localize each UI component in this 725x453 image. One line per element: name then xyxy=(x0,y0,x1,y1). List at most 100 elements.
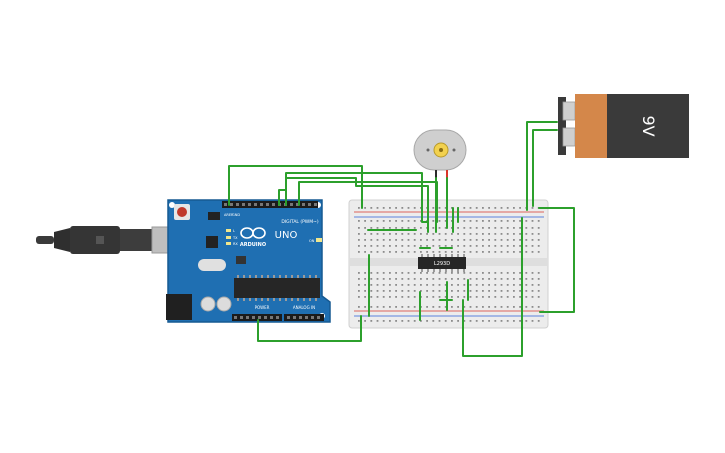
breadboard-hole[interactable] xyxy=(438,320,441,322)
breadboard-hole[interactable] xyxy=(420,278,422,280)
breadboard-hole[interactable] xyxy=(531,227,534,229)
breadboard-hole[interactable] xyxy=(358,227,360,229)
breadboard-hole[interactable] xyxy=(513,239,515,241)
breadboard-hole[interactable] xyxy=(382,290,385,292)
breadboard-hole[interactable] xyxy=(426,245,428,247)
breadboard-hole[interactable] xyxy=(370,245,373,247)
breadboard-hole[interactable] xyxy=(537,278,540,280)
breadboard-hole[interactable] xyxy=(451,272,453,274)
breadboard-hole[interactable] xyxy=(389,251,391,253)
breadboard-hole[interactable] xyxy=(401,251,404,253)
breadboard-hole[interactable] xyxy=(531,207,534,209)
breadboard-hole[interactable] xyxy=(444,306,447,308)
breadboard-hole[interactable] xyxy=(457,251,459,253)
breadboard-hole[interactable] xyxy=(513,251,515,253)
breadboard-hole[interactable] xyxy=(537,272,540,274)
breadboard-hole[interactable] xyxy=(451,296,453,298)
breadboard-hole[interactable] xyxy=(389,320,391,322)
breadboard-hole[interactable] xyxy=(364,220,366,222)
breadboard-hole[interactable] xyxy=(513,245,515,247)
breadboard-hole[interactable] xyxy=(376,220,379,222)
breadboard-hole[interactable] xyxy=(413,233,416,235)
breadboard-hole[interactable] xyxy=(444,239,447,241)
breadboard-hole[interactable] xyxy=(475,207,478,209)
breadboard-hole[interactable] xyxy=(413,227,416,229)
usb-cable-icon[interactable] xyxy=(36,226,181,254)
breadboard-hole[interactable] xyxy=(426,320,428,322)
breadboard-hole[interactable] xyxy=(469,245,472,247)
breadboard-hole[interactable] xyxy=(475,239,478,241)
breadboard-hole[interactable] xyxy=(444,296,447,298)
breadboard-hole[interactable] xyxy=(451,320,453,322)
breadboard-hole[interactable] xyxy=(457,278,459,280)
analog-header[interactable] xyxy=(284,314,324,321)
breadboard-hole[interactable] xyxy=(500,251,503,253)
breadboard-hole[interactable] xyxy=(482,290,484,292)
breadboard-hole[interactable] xyxy=(537,320,540,322)
breadboard-hole[interactable] xyxy=(420,320,422,322)
breadboard-hole[interactable] xyxy=(494,284,497,286)
breadboard-hole[interactable] xyxy=(500,207,503,209)
breadboard-hole[interactable] xyxy=(370,306,373,308)
breadboard-hole[interactable] xyxy=(500,239,503,241)
breadboard-hole[interactable] xyxy=(413,220,416,222)
breadboard-hole[interactable] xyxy=(401,320,404,322)
breadboard-hole[interactable] xyxy=(488,251,490,253)
breadboard-hole[interactable] xyxy=(395,251,397,253)
breadboard-hole[interactable] xyxy=(395,245,397,247)
breadboard-hole[interactable] xyxy=(531,245,534,247)
breadboard-hole[interactable] xyxy=(407,320,410,322)
breadboard-hole[interactable] xyxy=(370,227,373,229)
breadboard-hole[interactable] xyxy=(488,278,490,280)
breadboard-hole[interactable] xyxy=(469,306,472,308)
breadboard-hole[interactable] xyxy=(488,227,490,229)
breadboard-hole[interactable] xyxy=(413,207,416,209)
breadboard-hole[interactable] xyxy=(413,251,416,253)
breadboard-hole[interactable] xyxy=(382,320,385,322)
breadboard-hole[interactable] xyxy=(395,227,397,229)
breadboard-hole[interactable] xyxy=(500,245,503,247)
breadboard-hole[interactable] xyxy=(376,251,379,253)
breadboard-hole[interactable] xyxy=(482,272,484,274)
breadboard-hole[interactable] xyxy=(531,239,534,241)
breadboard-hole[interactable] xyxy=(401,290,404,292)
breadboard-hole[interactable] xyxy=(444,272,447,274)
breadboard-hole[interactable] xyxy=(401,296,404,298)
breadboard-hole[interactable] xyxy=(469,296,472,298)
breadboard-hole[interactable] xyxy=(407,251,410,253)
breadboard-hole[interactable] xyxy=(537,284,540,286)
breadboard-hole[interactable] xyxy=(413,306,416,308)
breadboard-hole[interactable] xyxy=(451,245,453,247)
breadboard-hole[interactable] xyxy=(432,239,435,241)
breadboard-hole[interactable] xyxy=(519,233,521,235)
breadboard-hole[interactable] xyxy=(364,272,366,274)
breadboard-hole[interactable] xyxy=(438,220,441,222)
breadboard-hole[interactable] xyxy=(358,245,360,247)
breadboard-hole[interactable] xyxy=(469,207,472,209)
breadboard-hole[interactable] xyxy=(376,272,379,274)
breadboard-hole[interactable] xyxy=(488,290,490,292)
breadboard-hole[interactable] xyxy=(519,220,521,222)
breadboard-hole[interactable] xyxy=(451,284,453,286)
breadboard-hole[interactable] xyxy=(475,227,478,229)
breadboard-hole[interactable] xyxy=(494,207,497,209)
breadboard-hole[interactable] xyxy=(438,239,441,241)
breadboard-hole[interactable] xyxy=(451,239,453,241)
breadboard-hole[interactable] xyxy=(407,220,410,222)
breadboard-hole[interactable] xyxy=(382,245,385,247)
breadboard-hole[interactable] xyxy=(382,251,385,253)
breadboard-hole[interactable] xyxy=(513,233,515,235)
breadboard-hole[interactable] xyxy=(401,284,404,286)
breadboard-hole[interactable] xyxy=(432,220,435,222)
breadboard-hole[interactable] xyxy=(451,306,453,308)
breadboard-hole[interactable] xyxy=(364,284,366,286)
breadboard-hole[interactable] xyxy=(370,251,373,253)
breadboard-hole[interactable] xyxy=(482,320,484,322)
breadboard-hole[interactable] xyxy=(457,320,459,322)
breadboard-hole[interactable] xyxy=(438,207,441,209)
power-header[interactable] xyxy=(232,314,282,321)
breadboard-hole[interactable] xyxy=(432,245,435,247)
breadboard-hole[interactable] xyxy=(413,296,416,298)
breadboard-hole[interactable] xyxy=(401,239,404,241)
breadboard-hole[interactable] xyxy=(370,290,373,292)
